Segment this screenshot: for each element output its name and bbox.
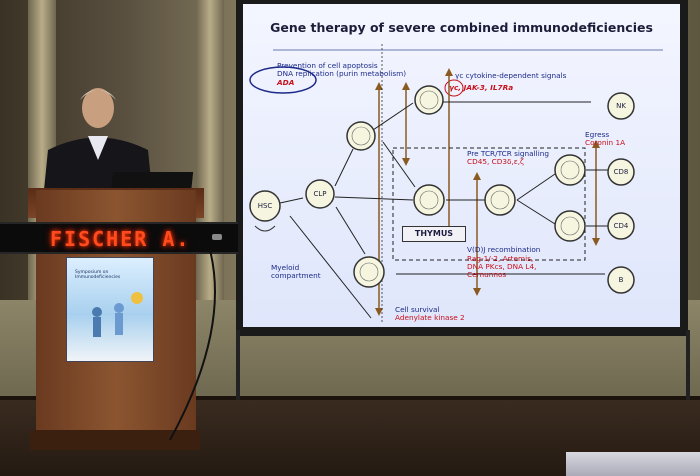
label-coronin: Coronin 1A xyxy=(585,138,626,147)
banner-knob xyxy=(212,234,222,240)
label-thymus: THYMUS xyxy=(402,226,466,242)
label-egress: Egress xyxy=(585,130,610,139)
node-nk-label: NK xyxy=(616,102,626,110)
label-adenylate: Adenylate kinase 2 xyxy=(395,313,465,322)
label-apoptosis: Prevention of cell apoptosis xyxy=(277,61,378,70)
label-compartment: compartment xyxy=(271,271,321,280)
node-b-label: B xyxy=(618,276,624,284)
screen-stand-right xyxy=(686,330,690,400)
conference-poster: Symposium on Immunodeficiencies xyxy=(66,257,154,362)
podium-base xyxy=(30,430,200,450)
label-ada: ADA xyxy=(277,78,295,87)
node-cd4-label: CD4 xyxy=(613,222,629,230)
floor-monitor xyxy=(566,452,700,476)
label-cell-survival: Cell survival xyxy=(395,305,440,314)
poster-figures-icon xyxy=(92,292,143,337)
label-myeloid: Myeloid xyxy=(271,263,300,272)
slide-title: Gene therapy of severe combined immunode… xyxy=(270,20,653,35)
node-cd8-label: CD8 xyxy=(613,168,629,176)
node-hsc-label: HSC xyxy=(257,202,273,210)
projected-slide: Gene therapy of severe combined immunode… xyxy=(243,4,680,327)
led-name-banner: FISCHER A. xyxy=(0,222,238,254)
banner-text: FISCHER A. xyxy=(50,227,191,251)
poster-text: Symposium on Immunodeficiencies xyxy=(75,270,121,280)
label-cytokine: γc cytokine-dependent signals xyxy=(455,71,567,80)
label-cd45: CD45, CD3δ,ε,ζ xyxy=(467,157,525,166)
label-dnapk: DNA PKcs, DNA L4, xyxy=(467,262,537,271)
label-cernunnos: Cernunnos xyxy=(467,270,507,279)
microphone-cable xyxy=(169,250,216,441)
label-dna-replication: DNA replication (purin metabolism) xyxy=(277,69,407,78)
stage-edge xyxy=(0,396,700,400)
node-clp-label: CLP xyxy=(313,190,327,198)
immune-diagram xyxy=(249,44,663,324)
label-rag: Rag-1/-2, Artemis, xyxy=(467,254,534,263)
screen-stand-left xyxy=(236,330,240,400)
label-pretcr: Pre TCR/TCR signalling xyxy=(467,149,549,158)
label-gammac-genes: γc, JAK-3, IL7Ra xyxy=(449,83,514,92)
label-vdj: V(D)J recombination xyxy=(467,245,541,254)
